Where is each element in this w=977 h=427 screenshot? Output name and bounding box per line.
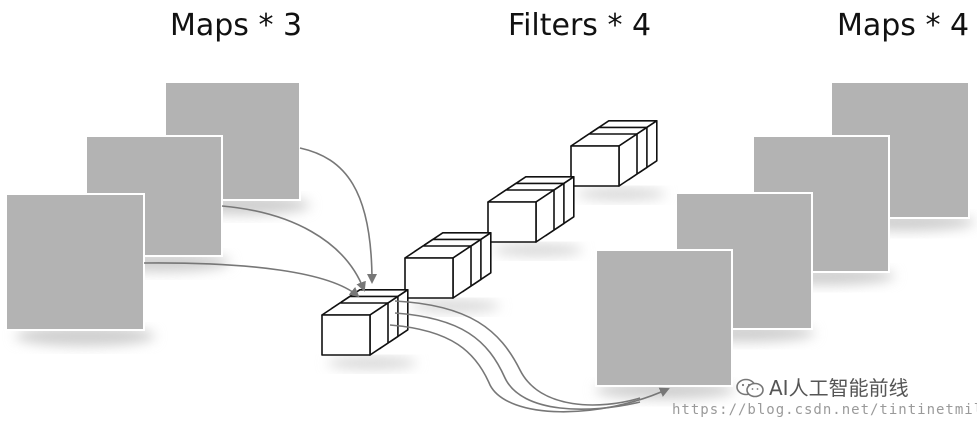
arrow-out-2: [394, 312, 641, 410]
cube-front-face: [487, 201, 537, 243]
filter-shadow: [493, 244, 583, 256]
filter-3: [487, 176, 583, 256]
cube-front-face: [404, 257, 454, 299]
filter-cube: [570, 133, 638, 187]
filter-cube: [487, 189, 555, 243]
filters-title: Filters * 4: [508, 8, 652, 43]
output-arrows: [389, 300, 670, 413]
cube-front-face: [321, 314, 371, 356]
source-url: https://blog.csdn.net/tintinetmilou: [672, 402, 977, 418]
filter-4: [570, 120, 666, 200]
wechat-icon: [736, 378, 764, 398]
filter-cube: [404, 245, 472, 299]
filter-shadow: [327, 357, 417, 369]
filter-2: [404, 232, 500, 312]
arrow-out-3: [389, 324, 670, 413]
watermark-text: AI人工智能前线: [769, 376, 909, 400]
filter-shadow: [576, 188, 666, 200]
arrow-from-map-3: [299, 147, 377, 284]
arrow-from-map-2: [221, 205, 366, 292]
output-maps-title: Maps * 4: [837, 8, 970, 43]
input-arrows: [143, 147, 377, 298]
cube-front-face: [570, 145, 620, 187]
input-maps-title: Maps * 3: [170, 8, 303, 43]
watermark: AI人工智能前线: [735, 372, 909, 401]
filter-1: [321, 288, 417, 369]
filter-cube: [321, 302, 389, 356]
filter-shadow: [410, 300, 500, 312]
input-maps: [5, 81, 310, 346]
filters: [321, 120, 666, 369]
input-map-1: [5, 193, 145, 331]
output-map-1: [595, 249, 733, 387]
arrow-out-1: [394, 300, 641, 406]
arrow-from-map-1: [143, 262, 360, 298]
